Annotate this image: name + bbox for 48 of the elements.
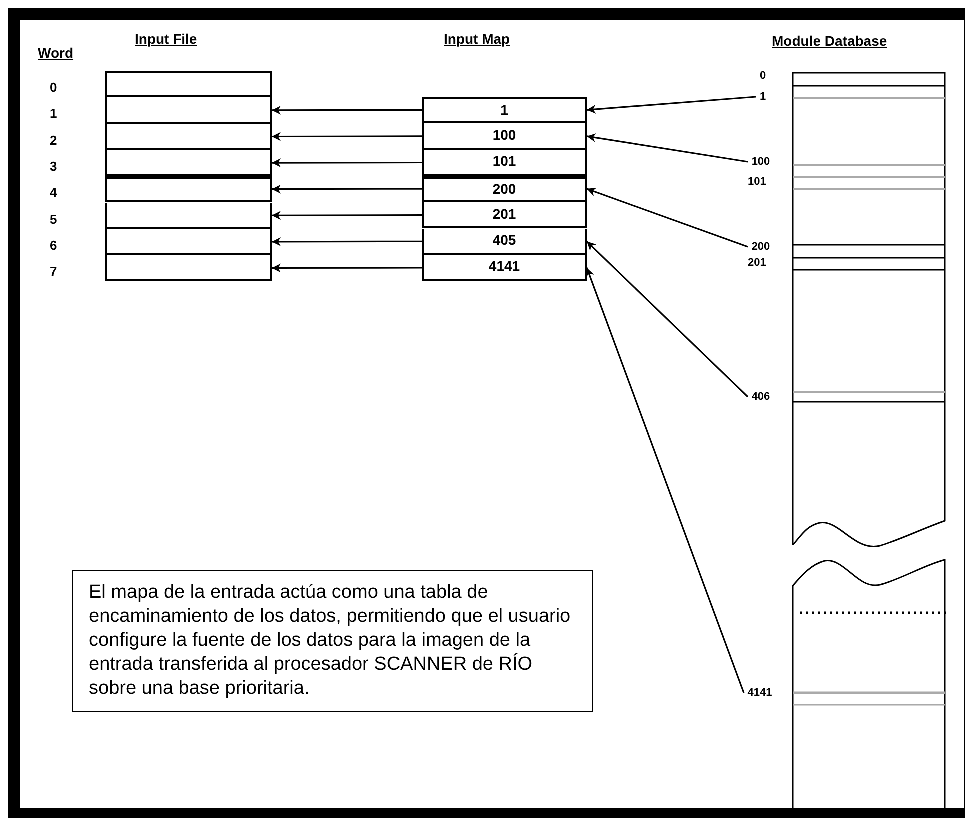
map-cell: 200 [422, 176, 587, 202]
file-row [105, 255, 272, 282]
word-number: 1 [50, 107, 58, 120]
word-number: 7 [50, 265, 58, 278]
map-cell: 201 [422, 202, 587, 228]
arrow [586, 188, 748, 248]
map-cell: 101 [422, 150, 587, 176]
arrow [586, 96, 756, 114]
arrow [586, 268, 745, 694]
address-label: 4141 [744, 686, 776, 700]
column-heading: Input Map [444, 32, 510, 46]
word-number: 0 [50, 81, 58, 94]
column-heading: Module Database [772, 34, 888, 48]
word-number: 5 [50, 212, 58, 226]
file-row [105, 150, 272, 176]
address-label: 100 [748, 155, 774, 169]
arrow [272, 158, 422, 168]
map-cell: 1 [422, 97, 587, 124]
note-box: El mapa de la entrada actúa como una tabla de encaminamiento de los datos, permitiendo que el usuario configure la fuente de los datos para la imagen de la entrada transferida al procesador SCANNER de RÍO sobre una base prioritaria. [72, 570, 593, 712]
word-number: 0 [760, 71, 766, 82]
arrow [272, 211, 422, 220]
arrow [272, 264, 422, 273]
word-number: 6 [50, 238, 58, 252]
map-cell: 405 [422, 228, 587, 255]
file-row [105, 202, 272, 229]
file-row [105, 124, 272, 150]
column-heading: Input File [135, 32, 198, 46]
word-number: 201 [748, 258, 766, 269]
map-cell: 100 [422, 123, 587, 150]
file-row [105, 228, 272, 256]
arrow [272, 106, 422, 115]
arrow [272, 237, 422, 246]
word-number: 3 [50, 160, 58, 173]
file-row [105, 97, 272, 124]
arrow [272, 132, 422, 142]
arrow [272, 184, 422, 194]
word-number: 4 [50, 186, 58, 200]
arrow [586, 241, 749, 398]
word-number: 2 [50, 134, 58, 147]
address-label: 200 [748, 240, 774, 254]
arrow [586, 133, 748, 163]
file-row [105, 176, 272, 202]
address-label: 406 [748, 390, 774, 404]
word-number: 101 [748, 177, 766, 188]
address-label: 1 [756, 90, 770, 104]
column-heading: Word [38, 46, 74, 60]
map-cell: 4141 [422, 254, 587, 282]
file-row [105, 71, 272, 98]
